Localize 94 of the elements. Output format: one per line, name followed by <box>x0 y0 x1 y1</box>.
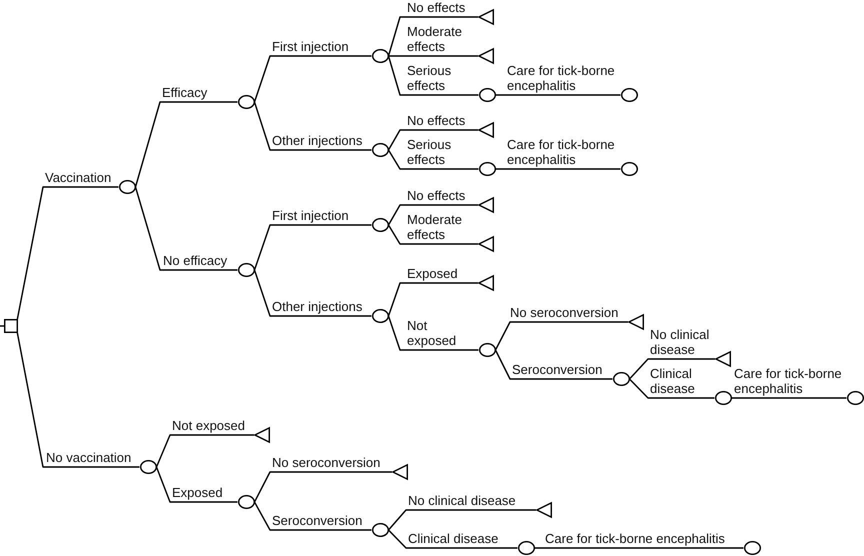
terminal-triangle <box>478 275 494 291</box>
branch-line <box>16 186 118 322</box>
terminal-triangle <box>715 351 731 367</box>
branch-line <box>254 102 372 151</box>
branch-line <box>388 224 478 245</box>
chance-circle <box>140 460 156 474</box>
branch-label: No seroconversion <box>510 305 618 320</box>
branch-line <box>629 378 714 399</box>
chance-circle <box>478 343 496 357</box>
branch-line <box>388 530 518 549</box>
branch-line <box>732 397 846 399</box>
branch-line <box>388 316 478 351</box>
branch-label: Other injections <box>272 133 362 148</box>
branch-label: No vaccination <box>46 450 132 465</box>
branch-label: Clinical disease <box>408 531 498 546</box>
chance-circle <box>714 391 732 405</box>
branch-line <box>254 224 372 270</box>
branch-label: Not exposed <box>407 318 458 348</box>
branch-line <box>156 466 238 503</box>
branch-line <box>16 330 140 468</box>
branch-line <box>494 350 612 380</box>
branch-line <box>496 168 620 170</box>
terminal-triangle <box>478 48 494 64</box>
chance-circle <box>238 495 254 509</box>
branch-line <box>254 471 392 502</box>
branch-line <box>388 129 478 150</box>
branch-line <box>134 186 238 271</box>
branch-label: Moderate effects <box>407 24 463 54</box>
chance-circle <box>518 541 534 555</box>
chance-circle <box>744 541 760 555</box>
chance-circle <box>238 95 254 109</box>
branch-label: Efficacy <box>162 85 208 100</box>
branch-label: Care for tick-borne encephalitis <box>545 531 725 546</box>
branch-line <box>534 547 744 549</box>
branch-line <box>254 270 372 317</box>
branch-label: Care for tick-borne encephalitis <box>507 63 616 93</box>
terminal-triangle <box>478 236 494 252</box>
branch-label: Serious effects <box>407 63 452 93</box>
chance-circle <box>620 162 638 176</box>
chance-circle <box>846 391 864 405</box>
branch-label: Not exposed <box>172 418 245 433</box>
branch-line <box>388 55 478 57</box>
branch-label: No effects <box>407 113 466 128</box>
branch-label: Care for tick-borne encephalitis <box>734 366 843 396</box>
branch-label: Exposed <box>172 485 223 500</box>
terminal-triangle <box>478 197 494 213</box>
chance-circle <box>372 309 388 323</box>
chance-circle <box>372 523 388 537</box>
branch-line <box>496 94 620 96</box>
branch-line <box>388 204 478 226</box>
branch-label: No clinical disease <box>650 327 710 357</box>
branch-label: No seroconversion <box>272 455 380 470</box>
chance-circle <box>620 88 638 102</box>
branch-line <box>388 509 536 530</box>
terminal-triangle <box>536 502 552 518</box>
branch-label: Exposed <box>407 266 458 281</box>
branch-line <box>134 101 238 188</box>
chance-circle <box>612 372 630 386</box>
terminal-triangle <box>628 314 644 330</box>
branch-label: No efficacy <box>163 253 228 268</box>
chance-circle <box>372 143 388 157</box>
branch-line <box>388 16 478 56</box>
branch-label: No effects <box>407 188 466 203</box>
decision-square <box>0 319 18 333</box>
branch-label: Moderate effects <box>407 212 463 242</box>
terminal-triangle <box>254 427 270 443</box>
branch-label: Seroconversion <box>272 513 362 528</box>
terminal-triangle <box>478 9 494 25</box>
branch-line <box>388 282 478 316</box>
branch-label: Vaccination <box>45 170 112 185</box>
chance-circle <box>238 263 254 277</box>
branch-line <box>388 150 478 170</box>
branch-line <box>494 321 628 350</box>
chance-circle <box>478 88 496 102</box>
branch-line <box>156 434 254 468</box>
branch-label: Care for tick-borne encephalitis <box>507 137 616 167</box>
terminal-triangle <box>478 122 494 138</box>
branch-label: Other injections <box>272 299 362 314</box>
branch-label: No effects <box>407 0 466 15</box>
branch-label: First injection <box>272 39 349 54</box>
branch-label: Clinical disease <box>650 366 696 396</box>
branch-line <box>254 55 372 102</box>
chance-circle <box>118 180 136 194</box>
chance-circle <box>372 218 388 232</box>
branch-line <box>254 502 372 531</box>
terminal-triangle <box>392 464 408 480</box>
branch-line <box>628 358 715 380</box>
branch-line <box>388 56 478 96</box>
chance-circle <box>372 49 388 63</box>
branch-label: Serious effects <box>407 137 452 167</box>
chance-circle <box>478 162 496 176</box>
branch-label: Seroconversion <box>512 362 602 377</box>
branch-label: First injection <box>272 208 349 223</box>
branch-label: No clinical disease <box>408 493 516 508</box>
